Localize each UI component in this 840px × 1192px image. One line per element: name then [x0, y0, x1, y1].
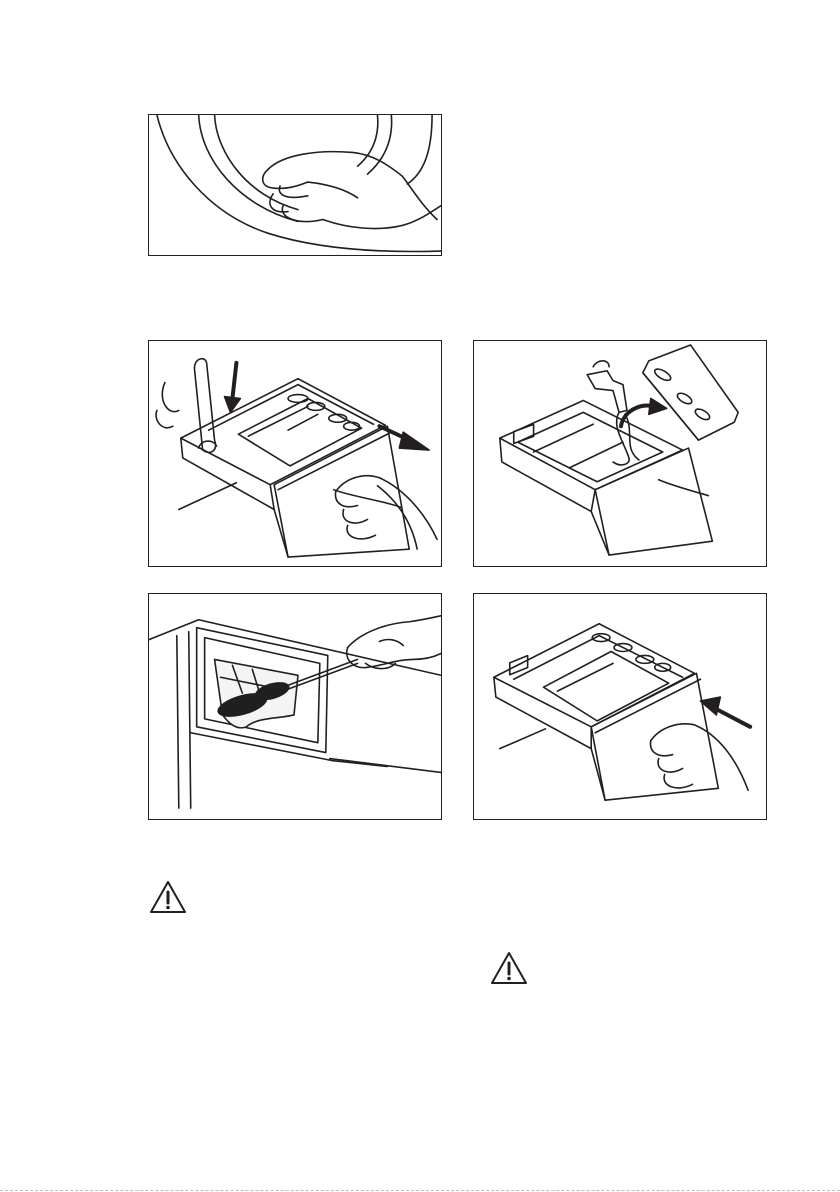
dispenser-rinse-illustration: [473, 340, 767, 567]
warning-triangle-icon: [148, 879, 188, 915]
dispenser-insert-illustration: [473, 593, 767, 820]
dispenser-recess-brush-illustration: [148, 593, 442, 820]
page-bottom-rule: [0, 1190, 840, 1191]
door-seal-clean-illustration: [148, 114, 442, 256]
dispenser-removal-illustration: [148, 340, 442, 567]
warning-triangle-icon: [489, 950, 529, 986]
